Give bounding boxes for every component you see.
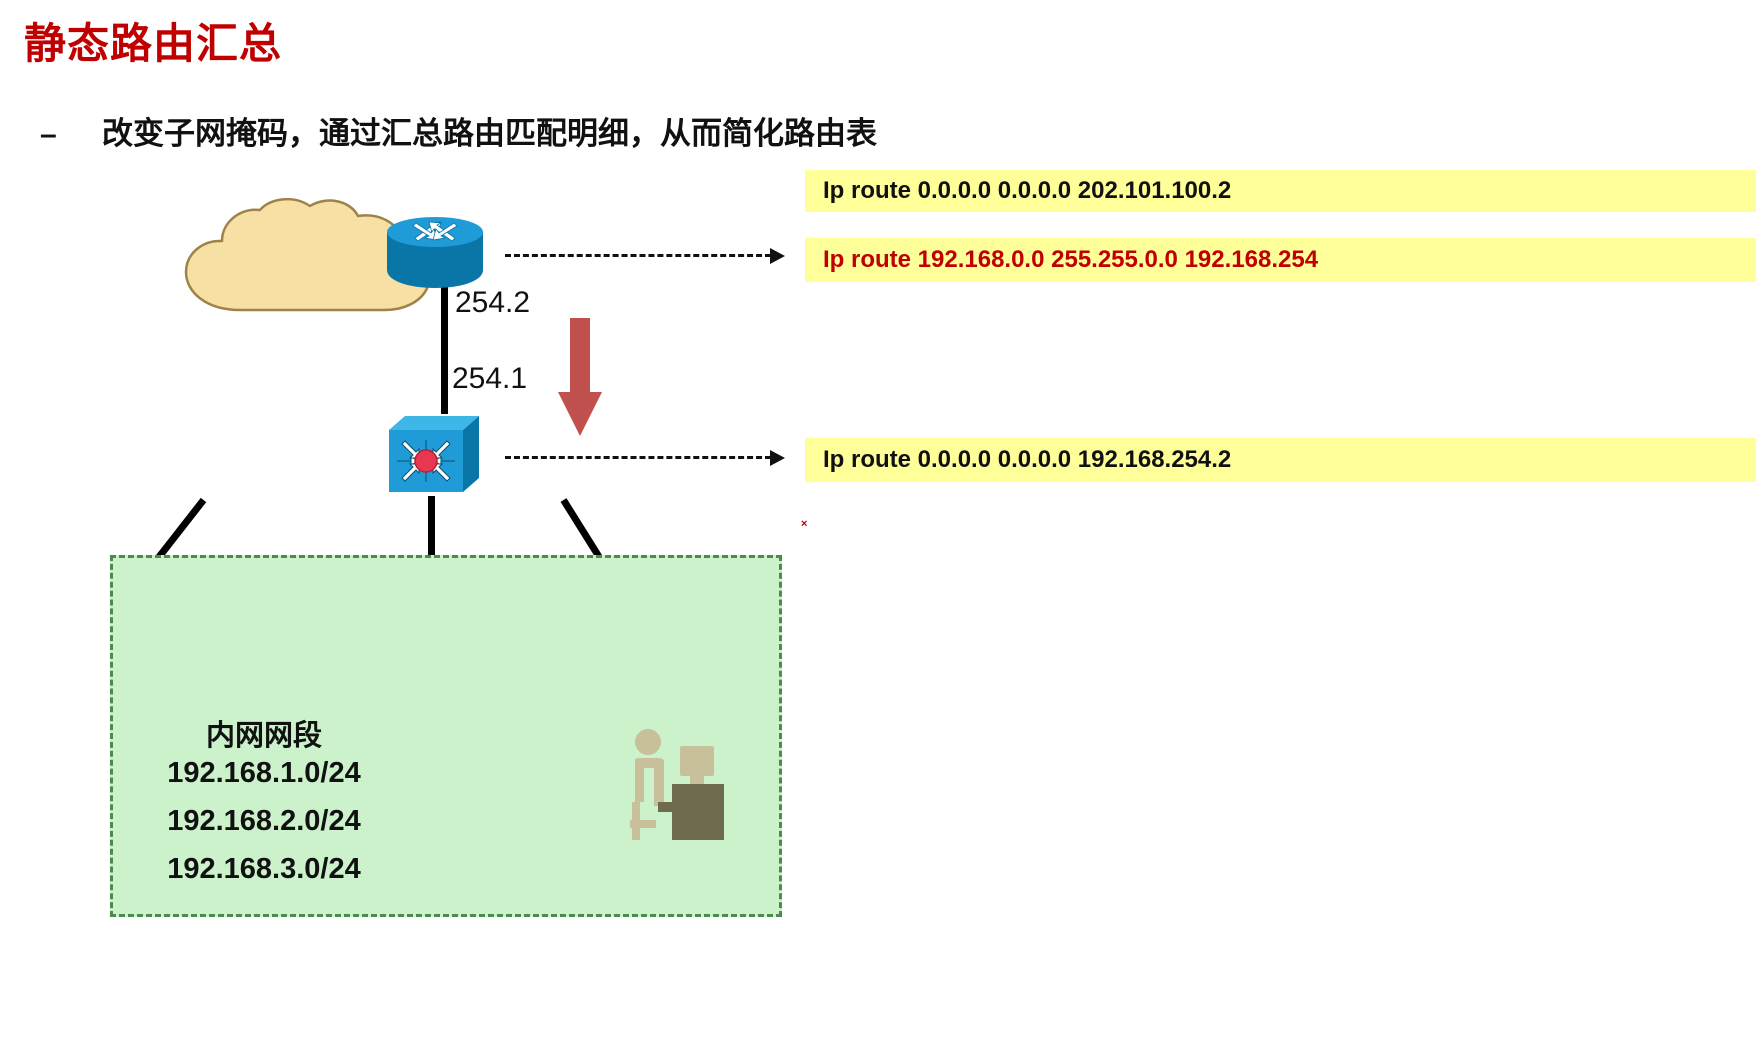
route-command-box-3: Ip route 0.0.0.0 0.0.0.0 192.168.254.2 <box>805 438 1756 482</box>
arrow-shaft <box>570 318 590 396</box>
bullet-line: – 改变子网掩码，通过汇总路由匹配明细，从而简化路由表 <box>40 108 877 153</box>
arrow-head <box>558 392 602 436</box>
small-mark: × <box>801 518 808 530</box>
lan-network-2: 192.168.2.0/24 <box>167 805 361 837</box>
lan-zone-box <box>110 555 782 917</box>
arrow-head <box>770 450 785 466</box>
arrow-head <box>770 248 785 264</box>
link-router-to-switch <box>441 286 448 414</box>
bullet-dash-marker: – <box>40 118 57 151</box>
layer3-switch-icon <box>385 410 483 496</box>
dashed-arrow-icon-router <box>505 248 785 264</box>
arrow-line <box>505 456 771 459</box>
dashed-arrow-icon-switch <box>505 450 785 466</box>
label-router-interface: 254.2 <box>455 286 531 319</box>
link-switch-to-access-mid <box>428 496 435 602</box>
route-command-box-2: Ip route 192.168.0.0 255.255.0.0 192.168… <box>805 238 1756 282</box>
router-icon <box>385 216 485 290</box>
user-workstation-icon <box>618 728 730 850</box>
lan-title: 内网网段 <box>205 720 322 752</box>
arrow-line <box>505 254 771 257</box>
page-title: 静态路由汇总 <box>24 20 283 67</box>
lan-network-3: 192.168.3.0/24 <box>167 853 361 885</box>
down-arrow-icon <box>558 318 602 436</box>
bullet-text: 改变子网掩码，通过汇总路由匹配明细，从而简化路由表 <box>102 116 877 151</box>
label-switch-interface: 254.1 <box>452 362 528 395</box>
route-command-box-1: Ip route 0.0.0.0 0.0.0.0 202.101.100.2 <box>805 170 1756 212</box>
lan-network-1: 192.168.1.0/24 <box>167 757 361 789</box>
